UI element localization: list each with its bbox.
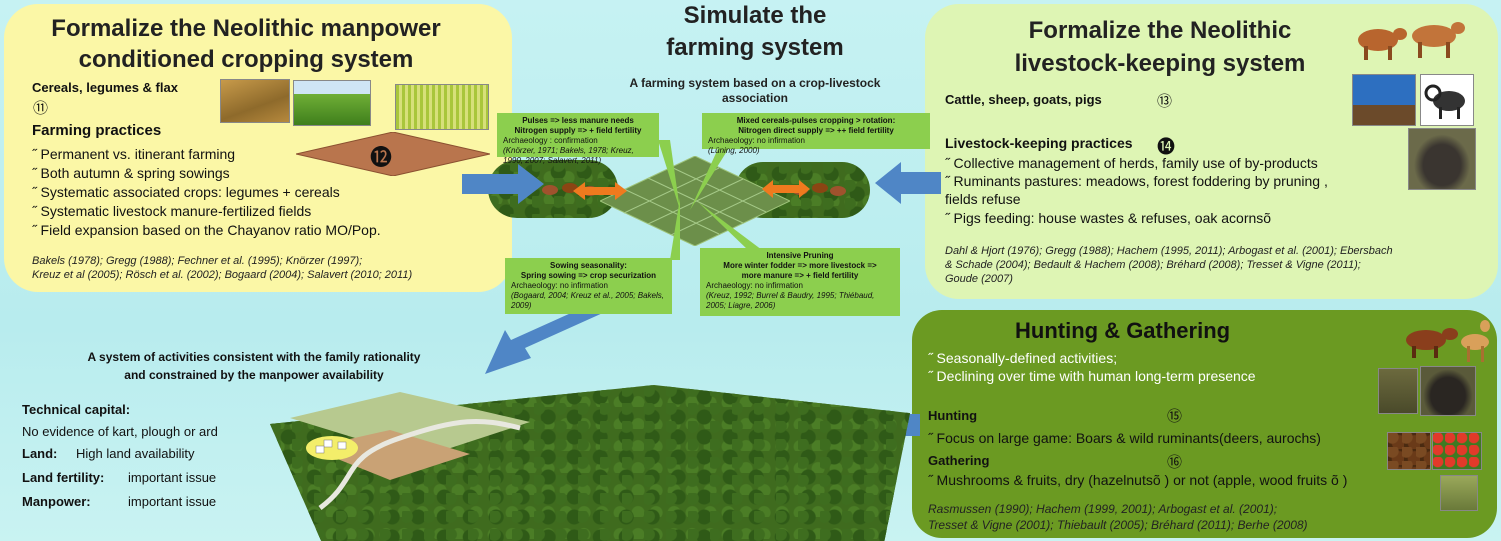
technical-capital-label: Technical capital: (22, 402, 131, 417)
land-fertility-label: Land fertility: (22, 470, 105, 485)
plowed-field-tile (296, 132, 490, 176)
arrow-center-to-system (485, 304, 605, 374)
livestock-refs-line3: Goude (2007) (945, 273, 1013, 285)
marker-16: ⑯ (1167, 454, 1183, 471)
crop-bullet-2: ˝ Both autumn & spring sowings (32, 165, 230, 181)
pig-photo (1408, 128, 1476, 190)
marker-13: ⑬ (1157, 93, 1173, 110)
orange-double-arrow-right (762, 180, 810, 198)
ram-icon (1420, 74, 1474, 126)
cropping-title-line2: conditioned cropping system (78, 46, 414, 73)
center-title-line2: farming system (666, 34, 844, 61)
marker-14: ⓮ (1157, 137, 1175, 157)
livestock-bullet-2: ˝ Ruminants pastures: meadows, forest fo… (945, 173, 1328, 189)
pruning-note: Archaeology: no infirmation (706, 281, 803, 290)
system-line1: A system of activities consistent with t… (87, 350, 421, 364)
sowing-note: Archaeology: no infirmation (511, 281, 608, 290)
crop-bullet-3: ˝ Systematic associated crops: legumes +… (32, 184, 340, 200)
livestock-bullet-1: ˝ Collective management of herds, family… (945, 155, 1318, 171)
sowing-head-2: Spring sowing => crop securization (520, 271, 657, 280)
aurochs-icon (1406, 328, 1458, 358)
technical-capital-value: No evidence of kart, plough or ard (22, 424, 218, 439)
hunt-refs-line1: Rasmussen (1990); Hachem (1999, 2001); A… (928, 502, 1278, 516)
pulses-note: Archaeology : confirmation (503, 136, 598, 145)
center-title-line1: Simulate the (683, 2, 827, 29)
hunt-bullet-2: ˝ Declining over time with human long-te… (928, 368, 1256, 384)
wild-flowers-photo (1440, 475, 1478, 511)
boar-photo (1420, 366, 1476, 416)
crop-bullet-4: ˝ Systematic livestock manure-fertilized… (32, 203, 312, 219)
sowing-callout: Sowing seasonality: Spring sowing => cro… (505, 258, 672, 314)
village-clearing (290, 392, 530, 510)
cattle-icon (1358, 22, 1465, 60)
livestock-refs-line1: Dahl & Hjort (1976); Gregg (1988); Hache… (945, 245, 1393, 257)
hunting-title: Hunting & Gathering (1015, 318, 1231, 343)
cereals-label: Cereals, legumes & flax (32, 80, 178, 95)
mixed-refs: (Lüning, 2000) (708, 146, 760, 155)
green-field-photo (293, 80, 371, 126)
farming-practices-label: Farming practices (32, 122, 162, 139)
ibex-photo (1352, 74, 1416, 126)
livestock-refs-line2: & Schade (2004); Bedault & Hachem (2008)… (945, 259, 1361, 271)
center-subtitle-line2: association (721, 91, 789, 105)
flax-field-photo (395, 84, 489, 130)
mixed-head-1: Mixed cereals-pulses cropping > rotation… (736, 116, 896, 125)
manpower-label: Manpower: (22, 494, 91, 509)
berries-photo (1432, 432, 1482, 470)
sowing-refs: (Bogaard, 2004; Kreuz et al., 2005; Bake… (511, 291, 664, 310)
pulses-callout: Pulses => less manure needs Nitrogen sup… (497, 113, 659, 165)
livestock-practices-label: Livestock-keeping practices (945, 135, 1133, 151)
pruning-head-3: more manure => + field fertility (741, 271, 859, 280)
crop-refs-line1: Bakels (1978); Gregg (1988); Fechner et … (32, 255, 363, 267)
land-label: Land: (22, 446, 58, 461)
gathering-label: Gathering (928, 453, 990, 468)
livestock-title-line1: Formalize the Neolithic (1028, 17, 1292, 44)
marker-11: ⑪ (33, 100, 49, 117)
pruning-refs: (Kreuz, 1992; Burrel & Baudry, 1995; Thi… (706, 291, 875, 310)
livestock-bullet-4: ˝ Pigs feeding: house wastes & refuses, … (945, 210, 1272, 226)
pruning-callout: Intensive Pruning More winter fodder => … (700, 248, 900, 316)
crop-bullet-5: ˝ Field expansion based on the Chayanov … (32, 222, 381, 238)
marker-15: ⑮ (1167, 408, 1183, 425)
manpower-value: important issue (128, 494, 217, 509)
crop-refs-line2: Kreuz et al (2005); Rösch et al. (2002);… (32, 269, 413, 281)
hazelnut-photo (1387, 432, 1431, 470)
pulses-head-2: Nitrogen supply => + field fertility (514, 126, 642, 135)
sowing-head-1: Sowing seasonality: (550, 261, 627, 270)
hunt-bullet-1: ˝ Seasonally-defined activities; (928, 350, 1118, 366)
land-fertility-value: important issue (128, 470, 217, 485)
wild-deer-photo (1378, 368, 1418, 414)
pruning-head-2: More winter fodder => more livestock => (723, 261, 877, 270)
land-value: High land availability (76, 446, 195, 461)
system-line2: and constrained by the manpower availabi… (124, 368, 384, 382)
orange-double-arrow-left (573, 182, 627, 200)
center-subtitle-line1: A farming system based on a crop-livesto… (629, 76, 881, 90)
gathering-bullet: ˝ Mushrooms & fruits, dry (hazelnutsõ ) … (928, 472, 1348, 488)
livestock-system-panel (925, 4, 1498, 299)
livestock-title-line2: livestock-keeping system (1014, 50, 1306, 77)
hunting-gathering-panel (912, 310, 1497, 538)
pulses-refs: (Knörzer, 1971; Bakels, 1978; Kreuz, 199… (503, 146, 634, 165)
animals-label: Cattle, sheep, goats, pigs (945, 92, 1102, 107)
hunt-refs-line2: Tresset & Vigne (2001); Thiebault (2005)… (928, 518, 1308, 532)
crop-bullet-1: ˝ Permanent vs. itinerant farming (32, 146, 236, 162)
mixed-cropping-callout: Mixed cereals-pulses cropping > rotation… (702, 113, 930, 155)
cropping-title-line1: Formalize the Neolithic manpower (51, 15, 441, 42)
hunting-label: Hunting (928, 408, 978, 423)
hunting-bullet: ˝ Focus on large game: Boars & wild rumi… (928, 430, 1321, 446)
deer-icon (1461, 320, 1490, 362)
arrow-livestock-to-center (875, 162, 941, 204)
marker-12: ⓬ (370, 145, 393, 170)
pulses-head-1: Pulses => less manure needs (522, 116, 634, 125)
wheat-photo (220, 79, 290, 123)
mixed-note: Archaeology: no infirmation (708, 136, 805, 145)
callout-lines (658, 140, 762, 260)
livestock-bullet-3: fields refuse (945, 191, 1021, 207)
arrow-crop-to-center (462, 164, 544, 204)
pruning-head-1: Intensive Pruning (766, 251, 834, 260)
mixed-head-2: Nitrogen direct supply => ++ field ferti… (738, 126, 894, 135)
